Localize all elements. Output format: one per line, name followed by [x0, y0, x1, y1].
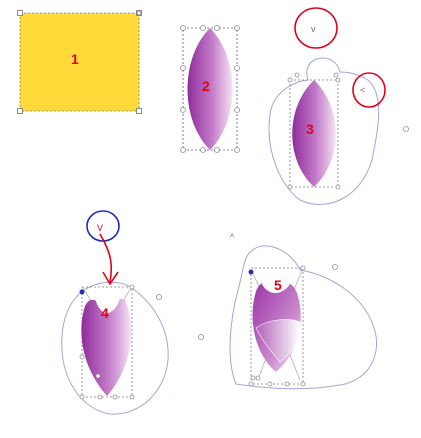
label-2: 2: [202, 78, 210, 94]
label-4: 4: [101, 305, 109, 321]
petal-shape[interactable]: [292, 80, 336, 187]
panel-4: 4 V: [61, 210, 204, 415]
red-circle-mark: [294, 7, 338, 49]
angle-glyph: ^: [230, 232, 235, 242]
label-3: 3: [306, 121, 314, 137]
selection-handles[interactable]: [180, 25, 240, 153]
selected-node[interactable]: [79, 289, 85, 295]
path-nodes[interactable]: [79, 284, 204, 400]
label-1: 1: [71, 51, 79, 67]
angle-glyph: <: [360, 85, 365, 95]
selection-box: [19, 12, 140, 112]
red-circle-mark: [352, 72, 386, 108]
selection-box: [250, 267, 304, 385]
selected-node[interactable]: [248, 269, 254, 275]
label-5: 5: [274, 277, 282, 293]
arrow-head: [102, 271, 119, 286]
red-arrow: [99, 233, 113, 283]
angle-glyph: v: [311, 24, 316, 34]
petal-shape[interactable]: [81, 298, 132, 396]
clip-path-outline: [268, 57, 380, 205]
cut-out: [95, 290, 120, 313]
selection-handles[interactable]: [17, 10, 142, 114]
panel-5: 5 ^: [229, 232, 377, 390]
path-nodes[interactable]: [287, 72, 409, 190]
yellow-rectangle[interactable]: [20, 13, 139, 111]
clip-path-outline: [229, 245, 377, 390]
selection-box: [81, 286, 133, 398]
folded-part[interactable]: [255, 319, 301, 363]
panel-2: 2: [180, 25, 240, 153]
angle-glyph: V: [97, 223, 103, 233]
panel-1: 1: [17, 10, 142, 114]
path-nodes[interactable]: [248, 264, 338, 387]
panel-3: 3 v <: [268, 7, 409, 205]
petal-shape[interactable]: [187, 28, 233, 150]
cut-out: [262, 276, 290, 293]
